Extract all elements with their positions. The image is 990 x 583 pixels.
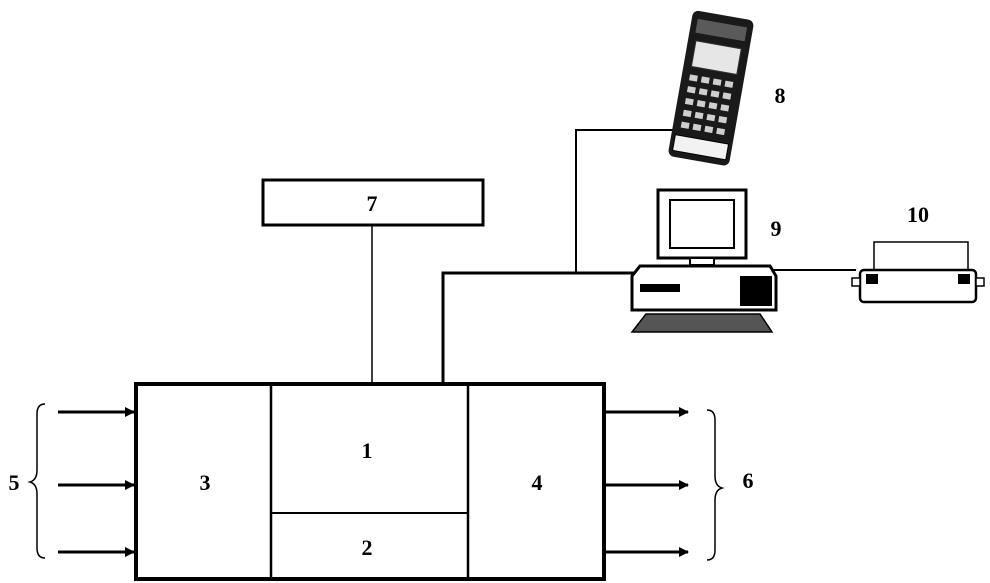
output-arrows (606, 412, 688, 552)
handheld-terminal-icon (668, 10, 755, 167)
label-block-3: 3 (200, 470, 211, 495)
label-printer: 10 (907, 202, 929, 227)
label-outputs: 6 (743, 468, 754, 493)
desktop-computer-icon (632, 190, 776, 332)
label-block-7: 7 (367, 191, 378, 216)
output-brace (707, 410, 722, 560)
input-arrows (58, 412, 134, 552)
label-handheld: 8 (775, 83, 786, 108)
label-block-1: 1 (362, 438, 373, 463)
label-inputs: 5 (9, 470, 20, 495)
label-block-2: 2 (362, 535, 373, 560)
printer-icon (852, 242, 984, 302)
bus-line (443, 273, 640, 384)
input-brace (30, 404, 45, 558)
label-computer: 9 (771, 216, 782, 241)
label-block-4: 4 (532, 470, 543, 495)
